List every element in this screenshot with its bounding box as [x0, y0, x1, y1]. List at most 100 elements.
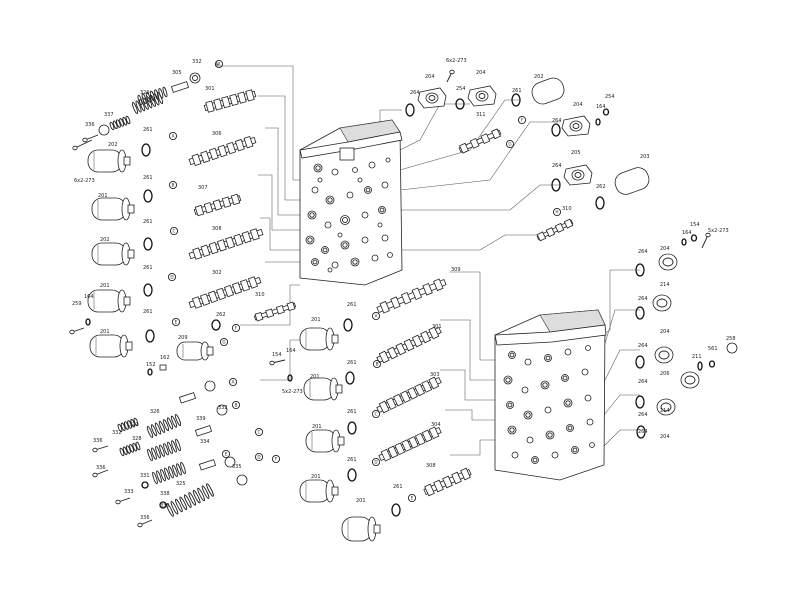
- seal-154b: [690, 234, 698, 242]
- port-hole-inner: [567, 425, 573, 431]
- seal-164b: [595, 118, 601, 126]
- spool-301b-land: [428, 326, 440, 340]
- callout-334: 334: [200, 439, 210, 445]
- callout-258: 258: [726, 336, 736, 342]
- callout-261: 261: [143, 127, 153, 133]
- port-hole-inner: [572, 447, 578, 453]
- cap-332: [189, 72, 201, 84]
- callout-306: 306: [212, 131, 222, 137]
- circle-marker-letter: E: [225, 452, 228, 457]
- bolt-336b: [92, 445, 109, 453]
- solenoid-4: [87, 289, 131, 313]
- spool-306-land: [243, 135, 254, 149]
- port-hole: [324, 221, 332, 229]
- solenoid-5-body: [89, 334, 125, 358]
- callout-331: 331: [140, 473, 150, 479]
- solenoid-2-nose: [127, 204, 135, 214]
- callout-336: 336: [85, 122, 95, 128]
- spring-325-turn: [197, 487, 205, 502]
- plug-305: [170, 81, 190, 93]
- spool-310-land: [265, 308, 275, 318]
- solenoid-2: [91, 197, 135, 221]
- callout-259: 259: [72, 301, 82, 307]
- o-ring-261f: [511, 93, 521, 107]
- port-hole: [524, 358, 532, 366]
- callout-202: 202: [100, 237, 110, 243]
- spool-304-land: [408, 436, 419, 449]
- port-hole: [544, 406, 552, 414]
- port-hole: [325, 195, 335, 205]
- callout-201: 201: [100, 329, 110, 335]
- bolt-5x2: [701, 232, 711, 249]
- spring-325: [166, 483, 214, 517]
- spring-327-turn: [152, 471, 158, 485]
- callout-561: 561: [708, 346, 718, 352]
- seal-152: [147, 368, 153, 376]
- port-hole: [507, 425, 517, 435]
- spring-325-turn: [170, 501, 179, 515]
- callout-264: 264: [552, 118, 562, 124]
- spool-308-land: [422, 282, 433, 296]
- spring-327b-turn: [120, 422, 126, 432]
- spring-327-turn: [168, 466, 174, 479]
- spring-upper: [137, 86, 168, 106]
- port-hole: [585, 345, 591, 351]
- spool-307: [193, 193, 242, 217]
- spring-332b-turn: [129, 444, 134, 453]
- circle-marker-letter: F: [275, 457, 278, 462]
- flange-204a-bore: [428, 95, 436, 101]
- retainer-337: [98, 124, 110, 136]
- circle-marker-letter: E: [175, 320, 178, 325]
- spring-337: [109, 115, 131, 131]
- circle-marker-letter: F: [235, 326, 238, 331]
- circle-marker-letter: C: [258, 430, 261, 435]
- flange-205-bore: [574, 172, 582, 178]
- callout-332: 332: [218, 405, 228, 411]
- spool-301b-land: [378, 350, 390, 364]
- solenoid-mid-5-body: [341, 516, 373, 542]
- plug-162: [159, 364, 167, 371]
- spool-302-land: [239, 279, 251, 292]
- callout-264: 264: [638, 249, 648, 255]
- left-solenoid-column: [69, 139, 155, 358]
- port-hole: [545, 430, 555, 440]
- port-hole: [563, 398, 573, 408]
- circle-marker-ring: [221, 449, 231, 459]
- port-hole: [368, 161, 376, 169]
- callout-206: 206: [660, 371, 670, 377]
- circle-marker-letter: H: [555, 210, 558, 215]
- solenoid-mid-2-body: [303, 377, 335, 401]
- spool-303: [376, 376, 442, 414]
- spool-309-land: [208, 241, 219, 255]
- port-hole-inner: [352, 259, 358, 265]
- spring-332b-turn: [126, 445, 131, 454]
- spring-337-turn: [119, 118, 124, 127]
- callout-261: 261: [347, 360, 357, 366]
- spring-328-turn: [167, 441, 173, 454]
- callout-304: 304: [431, 422, 441, 428]
- plug-right-1: [658, 253, 678, 271]
- circle-marker: D: [371, 457, 381, 467]
- circle-marker-letter: A: [375, 314, 378, 319]
- spool-307-body: [193, 193, 242, 217]
- spool-304-land: [421, 429, 433, 443]
- spring-327b-turn: [124, 421, 129, 430]
- spring-326-turn: [150, 424, 158, 437]
- callout-204: 204: [660, 329, 670, 335]
- callout-154: 154: [690, 222, 700, 228]
- callout-308: 308: [212, 226, 222, 232]
- plug-right-body: [680, 371, 700, 389]
- circle-marker-letter: A: [218, 62, 221, 67]
- callout-325: 325: [176, 481, 186, 487]
- spring-326-turn: [170, 415, 178, 428]
- circle-marker: G: [219, 337, 229, 347]
- circle-marker: H: [552, 207, 562, 217]
- callout-204: 204: [425, 74, 435, 80]
- spring-326-turn: [162, 419, 170, 432]
- port-hole: [350, 257, 360, 267]
- port-hole: [371, 254, 379, 262]
- port-hole: [387, 252, 393, 258]
- callout-307: 307: [198, 185, 208, 191]
